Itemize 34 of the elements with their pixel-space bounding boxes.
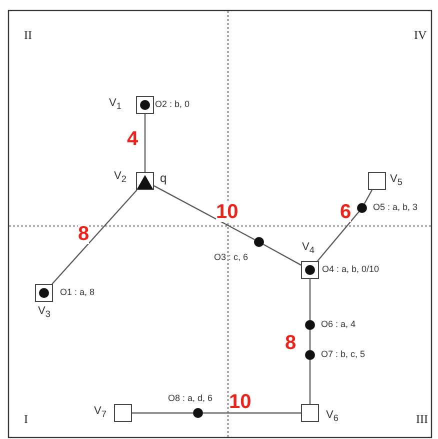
object-label: O1 : a, 8 <box>60 287 95 297</box>
connector-line <box>263 244 302 266</box>
object-label: O2 : b, 0 <box>155 99 190 109</box>
object-label: O3 : c, 6 <box>214 252 248 262</box>
vertex-label: V$_{4}$ <box>302 241 314 256</box>
connector-line <box>154 185 255 240</box>
vertex-label: V$_{6}$ <box>326 409 338 424</box>
connector-line <box>309 360 311 404</box>
object-label: q <box>160 171 167 185</box>
connector-line <box>52 190 138 284</box>
quadrant-label: III <box>416 412 428 427</box>
object-label: O6 : a, 4 <box>321 319 356 329</box>
quadrant-label: IV <box>414 28 427 43</box>
connector-line <box>309 330 311 350</box>
vertex-label: V$_{5}$ <box>390 173 402 188</box>
weight-label: 10 <box>216 202 238 222</box>
quadrant-label: I <box>24 412 28 427</box>
vertex-label: V$_{2}$ <box>114 170 126 184</box>
connector-line <box>309 279 311 320</box>
connector-line <box>132 412 193 414</box>
vertex-label: V$_{1}$ <box>109 97 122 112</box>
object-label: O4 : a, b, 0/10 <box>322 264 380 274</box>
connector-line <box>364 190 373 204</box>
connector-line <box>203 412 301 414</box>
weight-label: 6 <box>340 202 352 222</box>
weight-label: 8 <box>78 224 90 244</box>
connector-line <box>317 211 360 262</box>
quadrant-label: II <box>24 28 32 43</box>
connector-line <box>144 114 146 172</box>
object-label: O8 : a, d, 6 <box>168 393 213 403</box>
vertex-label: V$_{3}$ <box>38 305 50 320</box>
object-label: O7 : b, c, 5 <box>321 349 366 359</box>
object-label: O5 : a, b, 3 <box>373 202 418 212</box>
vertex-label: V$_{7}$ <box>94 405 106 420</box>
